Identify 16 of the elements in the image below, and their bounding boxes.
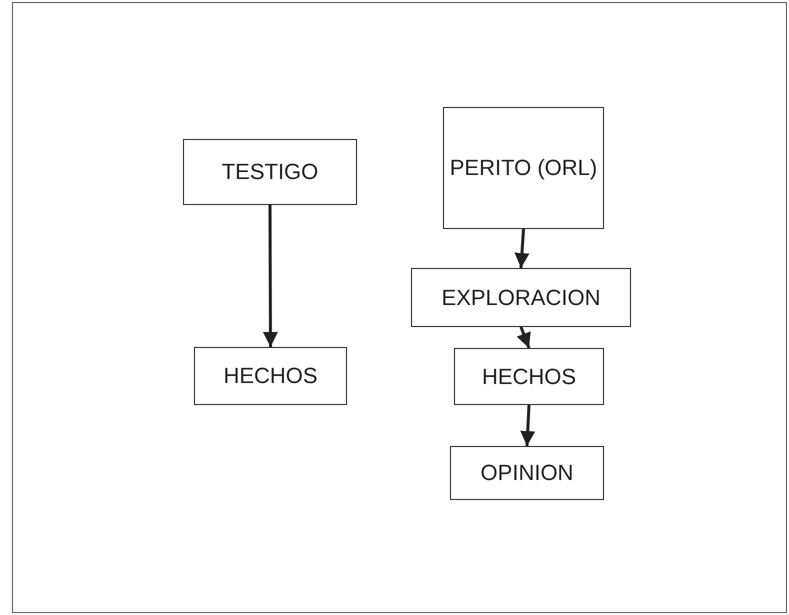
process-box [411, 268, 631, 327]
process-box [443, 107, 604, 229]
process-box [194, 347, 347, 405]
box-label: OPINION [480, 459, 574, 488]
arrow [262, 205, 278, 347]
arrow [520, 404, 536, 446]
process-box [454, 348, 604, 405]
box-label: EXPLORACION [442, 284, 600, 312]
box-label: TESTIGO [222, 158, 318, 186]
box-label: PERITO (ORL) [450, 154, 598, 182]
box-label: HECHOS [482, 362, 576, 391]
process-box [183, 139, 357, 205]
box-label: HECHOS [223, 362, 318, 390]
arrow [516, 326, 531, 349]
process-box [450, 446, 604, 500]
arrow [514, 228, 530, 268]
